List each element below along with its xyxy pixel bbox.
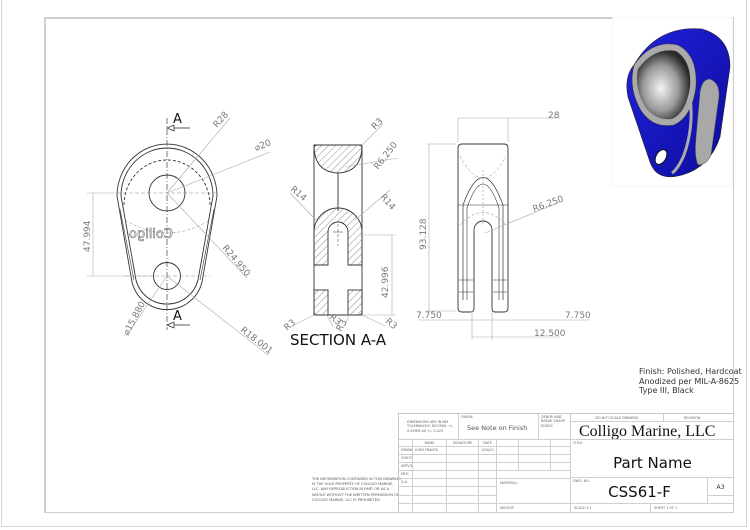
- grid-blank: [551, 463, 571, 471]
- dim-sec-42-996: 42.996: [381, 266, 391, 298]
- dim-sec-r3-top: R3: [370, 117, 386, 133]
- row-date-drawn: 1/26/11: [479, 447, 497, 455]
- grid-blank: [497, 463, 519, 471]
- section-marker-top: A: [173, 112, 182, 127]
- dim-side-12-500: 12.500: [534, 329, 566, 339]
- grid-blank: [447, 479, 479, 487]
- dim-side-28: 28: [548, 111, 560, 121]
- grid-blank: [479, 479, 497, 487]
- grid-blank: [497, 440, 519, 447]
- title-label: TITLE:: [573, 441, 584, 445]
- side-view: [418, 117, 590, 340]
- dim-side-7-750-right: 7.750: [565, 311, 591, 321]
- dim-dia20: ⌀20: [253, 138, 273, 154]
- row-role-appvd: APPV'D: [399, 463, 413, 471]
- header-date: DATE: [479, 440, 497, 447]
- dim-r18-001: R18.001: [238, 325, 274, 356]
- engraving-text: Colligo: [129, 227, 173, 242]
- grid-blank: [413, 487, 447, 496]
- dim-sec-r3-d: R3: [383, 317, 399, 332]
- grid-blank: [479, 487, 497, 496]
- section-view: [289, 123, 399, 327]
- grid-blank: [479, 504, 497, 513]
- grid-blank: [497, 471, 571, 479]
- section-marker-bottom: A: [173, 309, 182, 324]
- dim-side-r6-250: R6.250: [532, 194, 566, 214]
- section-label: SECTION A-A: [290, 331, 387, 349]
- grid-blank: [497, 447, 519, 455]
- proprietary-notice: THE INFORMATION CONTAINED IN THIS DRAWIN…: [312, 477, 401, 502]
- grid-blank: [413, 496, 447, 504]
- dim-sec-r14-left: R14: [288, 185, 308, 204]
- grid-blank: [447, 496, 479, 504]
- company-name: Colligo Marine, LLC: [571, 422, 734, 440]
- do-not-scale-label: DO NOT SCALE DRAWING: [571, 414, 664, 422]
- deburr-cell: DEBUR AND BREAK SHARP EDGES: [539, 414, 571, 440]
- row-role-mfg: MFG: [399, 471, 413, 479]
- part-name: Part Name: [613, 454, 692, 472]
- grid-blank: [413, 455, 447, 463]
- weight-cell: WEIGHT:: [497, 504, 571, 513]
- grid-blank: [447, 504, 479, 513]
- dim-r24-950: R24.950: [220, 244, 252, 280]
- grid-blank: [708, 496, 734, 504]
- front-view: [87, 117, 271, 356]
- grid-blank: [479, 471, 497, 479]
- row-role-drawn: DRAWN: [399, 447, 413, 455]
- sheet-cell: SHEET 1 OF 1: [651, 504, 734, 513]
- row-name-drawn: John Franta: [413, 447, 447, 455]
- header-name: NAME: [413, 440, 447, 447]
- title-block: DIMENSIONS ARE IN mm TOLERANCES: Decimal…: [398, 413, 734, 513]
- grid-blank: [519, 447, 551, 455]
- grid-blank: [399, 496, 413, 504]
- grid-blank: [551, 440, 571, 447]
- grid-blank: [447, 471, 479, 479]
- dwg-no-label: DWG. NO.: [573, 479, 590, 483]
- row-signature-drawn: [447, 447, 479, 455]
- grid-blank: [399, 504, 413, 513]
- tolerances-cell: DIMENSIONS ARE IN mm TOLERANCES: Decimal…: [399, 414, 459, 440]
- grid-blank: [551, 447, 571, 455]
- drawing-frame: [44, 17, 734, 513]
- sheet-size: A3: [708, 478, 734, 496]
- grid-blank: [447, 463, 479, 471]
- grid-blank: [551, 455, 571, 463]
- grid-corner: [399, 440, 413, 447]
- grid-blank: [479, 463, 497, 471]
- finish-value: See Note on Finish: [467, 424, 528, 432]
- grid-blank: [519, 440, 551, 447]
- grid-blank: [519, 455, 551, 463]
- part-3d-render: [612, 17, 733, 187]
- dim-side-93-128: 93.128: [419, 218, 429, 250]
- grid-blank: [413, 479, 447, 487]
- finish-label: FINISH:: [461, 415, 474, 419]
- grid-blank: [399, 487, 413, 496]
- dwg-no-cell: DWG. NO. CSS61-F: [571, 478, 708, 504]
- header-signature: SIGNATURE: [447, 440, 479, 447]
- grid-blank: [447, 455, 479, 463]
- dim-sec-r6-250: R6.250: [372, 140, 400, 172]
- grid-blank: [447, 487, 479, 496]
- finish-cell: FINISH: See Note on Finish: [459, 414, 539, 440]
- dim-sec-r14-right: R14: [378, 193, 397, 213]
- material-cell: MATERIAL:: [497, 479, 571, 504]
- grid-blank: [413, 471, 447, 479]
- grid-blank: [479, 496, 497, 504]
- grid-blank: [479, 455, 497, 463]
- finish-note: Finish: Polished, Hardcoat Anodized per …: [639, 367, 742, 395]
- title-cell: TITLE: Part Name: [571, 440, 734, 478]
- dim-47-994: 47.994: [83, 220, 93, 252]
- dwg-no: CSS61-F: [608, 483, 671, 501]
- revision-label: REVISION: [664, 414, 734, 422]
- grid-blank: [519, 463, 551, 471]
- grid-blank: [413, 463, 447, 471]
- row-role-chkd: CHK'D: [399, 455, 413, 463]
- scale-cell: SCALE:1:1: [571, 504, 651, 513]
- dim-side-7-750-left: 7.750: [416, 311, 442, 321]
- grid-blank: [413, 504, 447, 513]
- dim-dia15-880: ⌀15.880: [122, 300, 148, 338]
- grid-blank: [497, 455, 519, 463]
- row-role-qa: Q.A: [399, 479, 413, 487]
